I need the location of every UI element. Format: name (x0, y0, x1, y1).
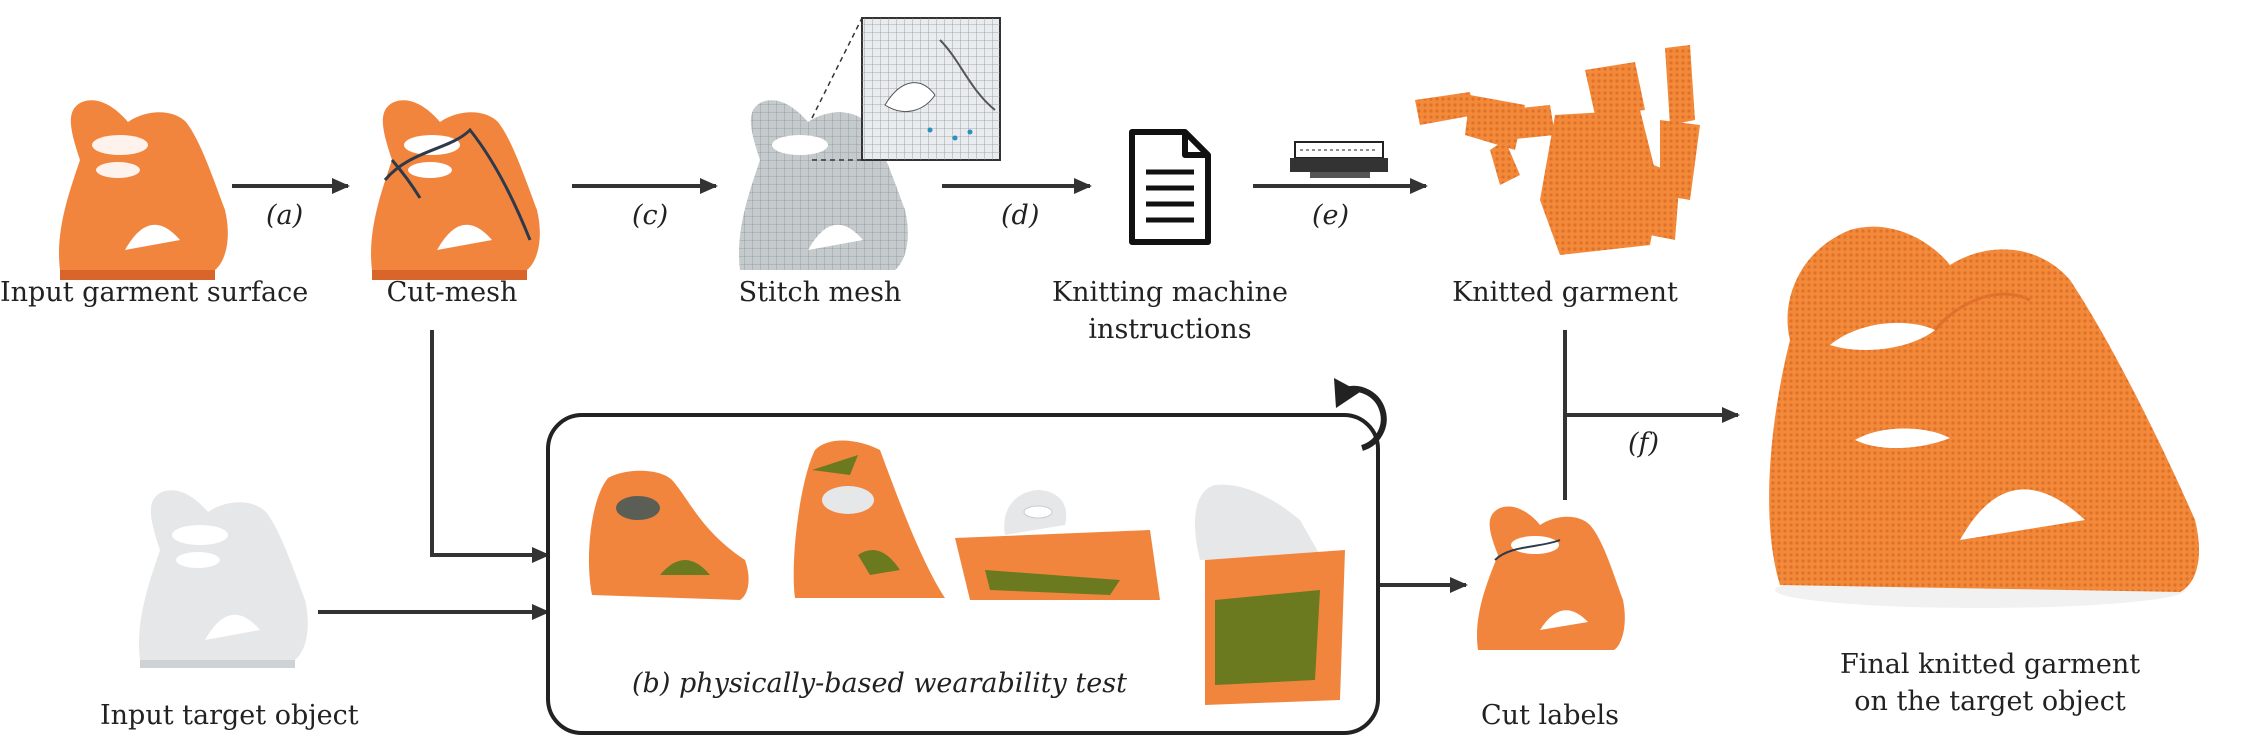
label-cut-mesh: Cut-mesh (386, 277, 518, 308)
simulation-frame-2 (793, 440, 945, 598)
wearability-test-box (546, 413, 1380, 735)
label-instructions-line1: Knitting machine (1052, 277, 1288, 308)
step-c: (c) (632, 200, 669, 231)
step-b: (b) (632, 668, 671, 699)
label-stitch-mesh: Stitch mesh (738, 277, 902, 308)
wearability-caption: (b) physically-based wearability test (632, 668, 1127, 699)
final-garment-image (1769, 226, 2200, 608)
label-cut-labels: Cut labels (1481, 700, 1619, 731)
step-a: (a) (266, 200, 304, 231)
cut-mesh-image (371, 100, 540, 280)
cut-labels-image (1477, 506, 1625, 650)
label-instructions-line2: instructions (1088, 314, 1252, 345)
input-garment-image (59, 100, 228, 280)
document-icon (1129, 129, 1211, 245)
label-final-line1: Final knitted garment (1840, 649, 2141, 680)
cut-mesh-to-test-arrow (430, 330, 550, 563)
loop-arrow-icon (1334, 378, 1387, 451)
label-input-target: Input target object (100, 700, 359, 731)
label-knitted-garment: Knitted garment (1452, 277, 1678, 308)
simulation-frame-4 (1195, 484, 1345, 705)
label-final-line2: on the target object (1854, 686, 2126, 717)
label-input-garment: Input garment surface (0, 277, 309, 308)
wearability-caption-text: physically-based wearability test (678, 668, 1127, 699)
input-target-image (139, 490, 308, 668)
step-d: (d) (1001, 200, 1040, 231)
step-e: (e) (1312, 200, 1350, 231)
stitch-mesh-image (739, 17, 1001, 270)
simulation-frame-1 (588, 470, 749, 600)
step-f: (f) (1628, 428, 1660, 459)
knitted-garment-image (1415, 45, 1700, 255)
simulation-frame-3 (955, 490, 1160, 600)
knitting-machine-icon (1290, 141, 1388, 178)
